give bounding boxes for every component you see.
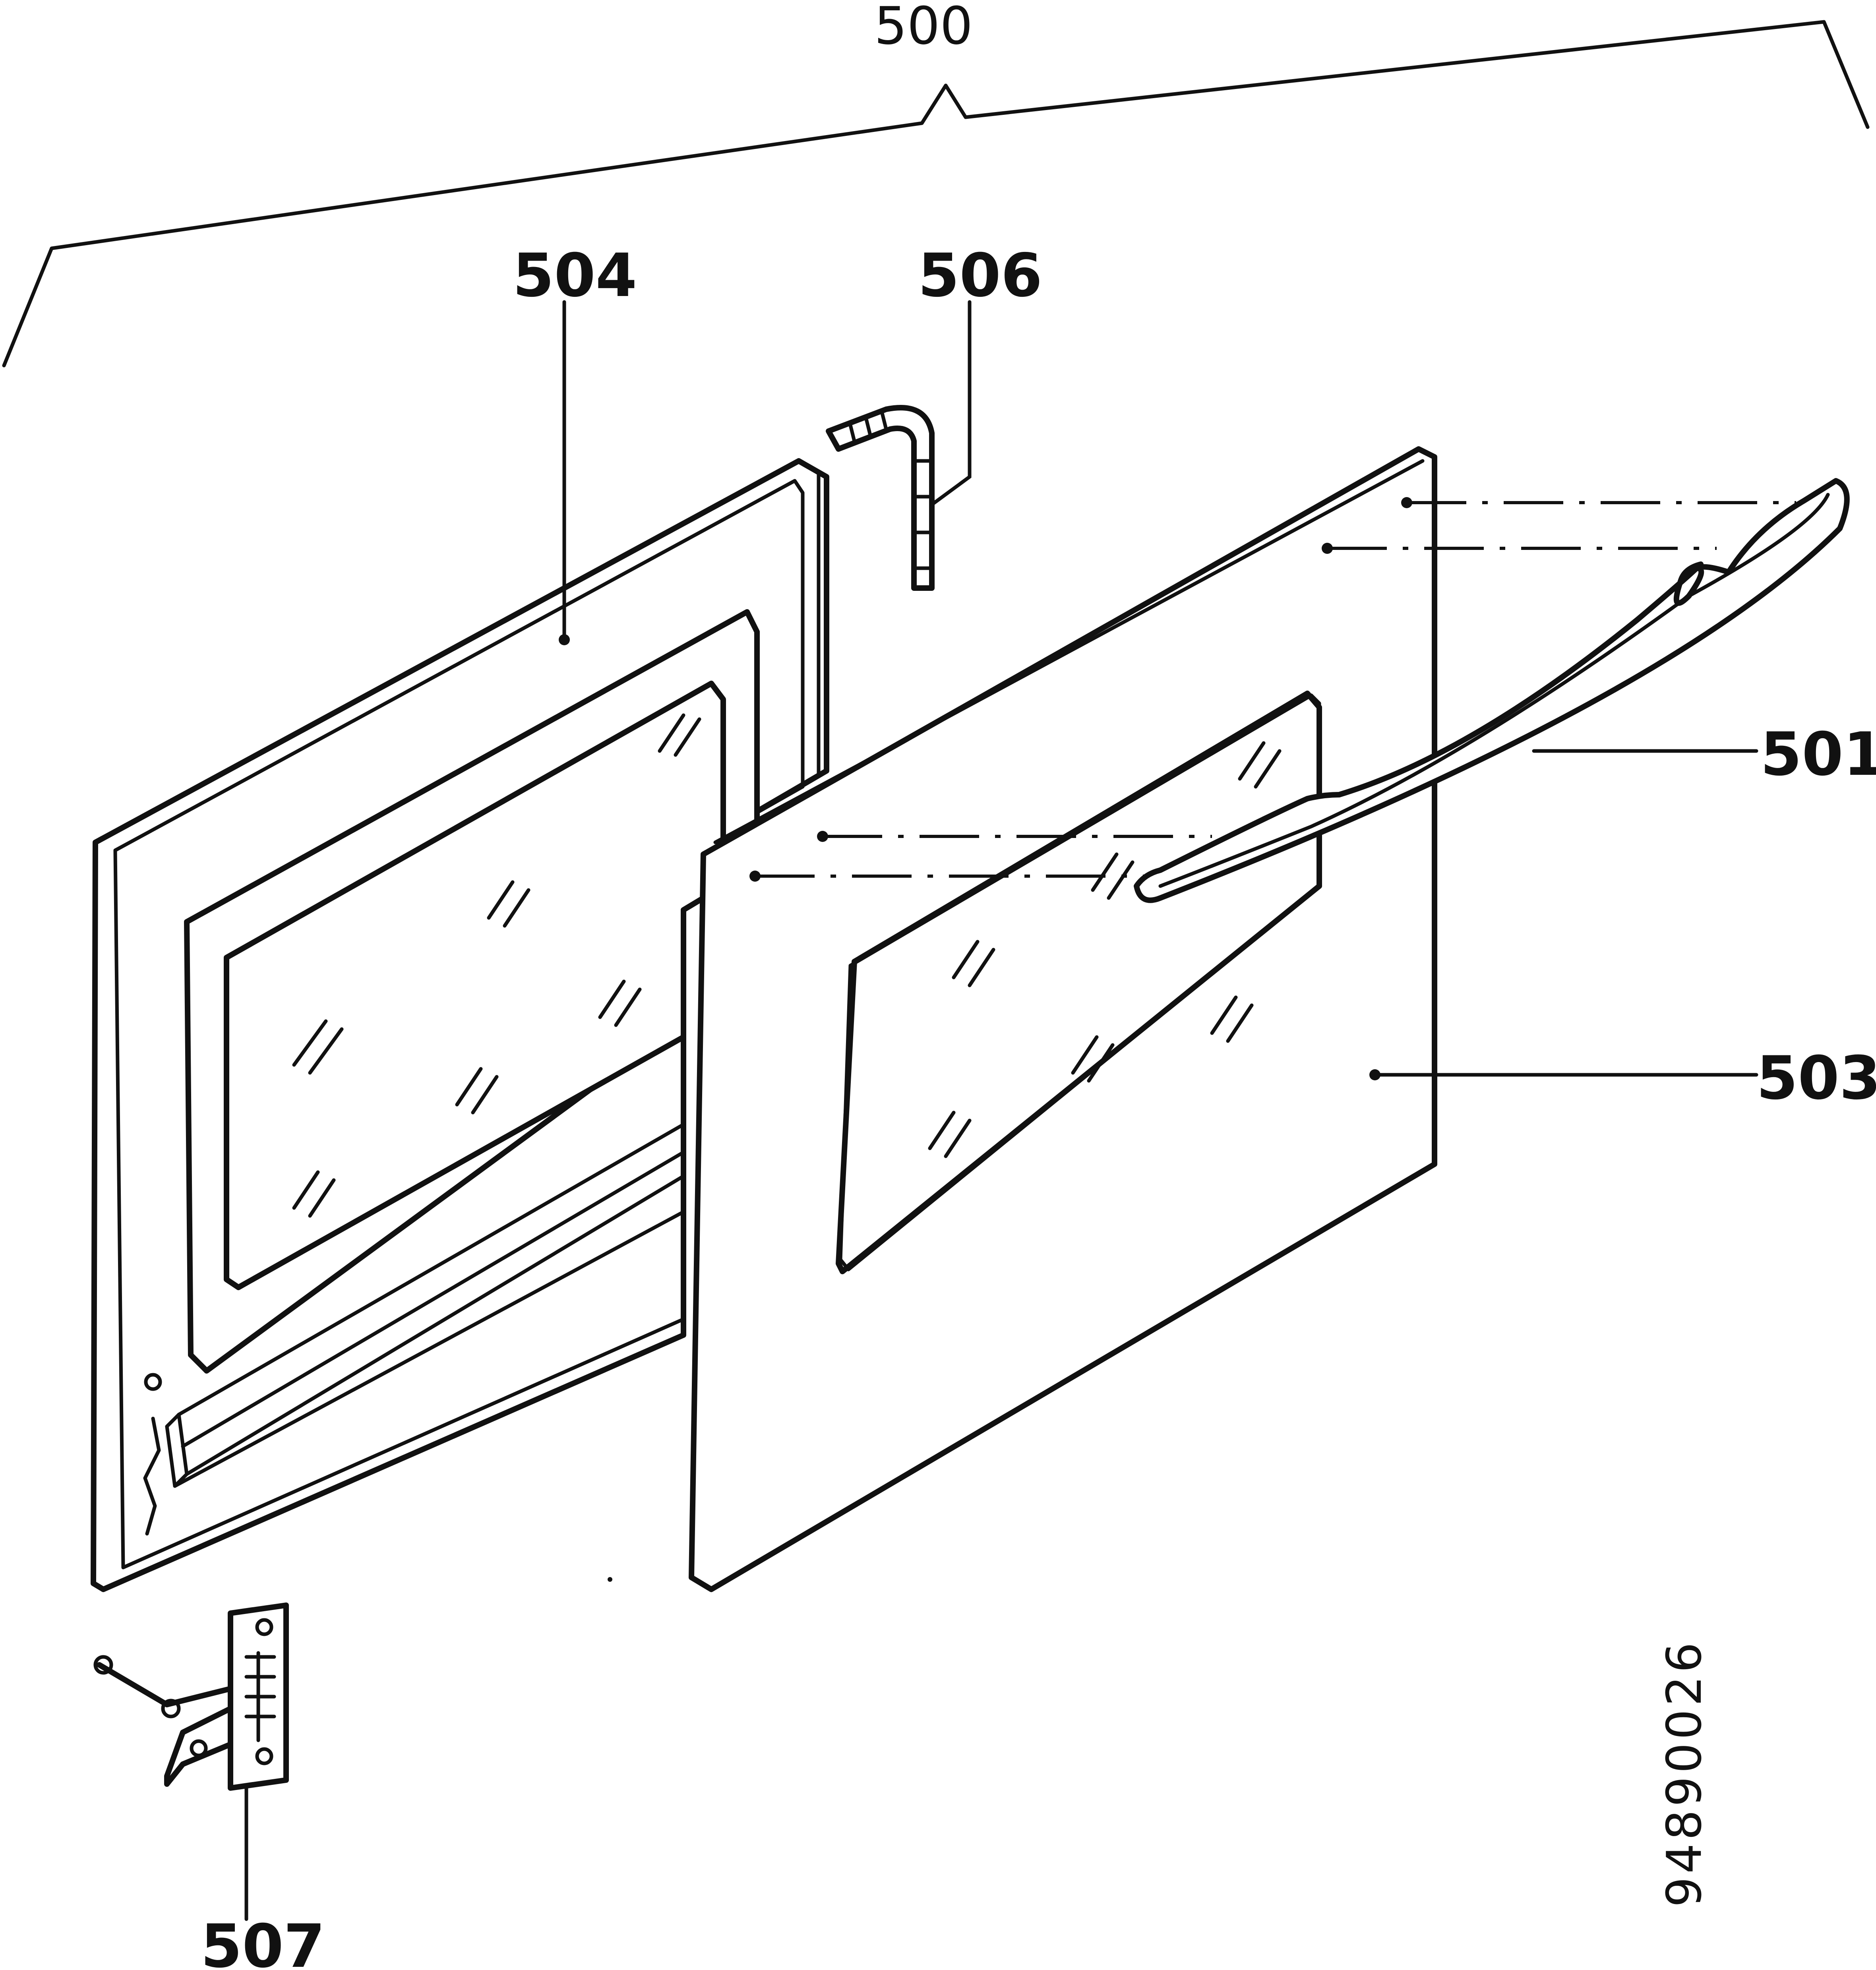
glass-reflection-marks-inner (292, 713, 701, 1218)
label-506: 506 (918, 241, 1042, 310)
label-507: 507 (201, 1912, 325, 1970)
label-503: 503 (1756, 1044, 1876, 1113)
door-handle (1134, 478, 1850, 903)
outer-door-panel (689, 446, 1437, 1592)
hinge-bracket (826, 405, 935, 591)
label-501: 501 (1760, 720, 1876, 789)
inner-door-panel (91, 458, 829, 1592)
assembly-bracket (2, 20, 1870, 368)
label-504: 504 (513, 241, 637, 310)
glass-reflection-marks-outer (928, 741, 1282, 1158)
label-500: 500 (874, 0, 973, 56)
leader-lines (244, 300, 1796, 1921)
door-hinge (93, 1602, 289, 1791)
drawing-code: 94890026 (1657, 1639, 1712, 1907)
